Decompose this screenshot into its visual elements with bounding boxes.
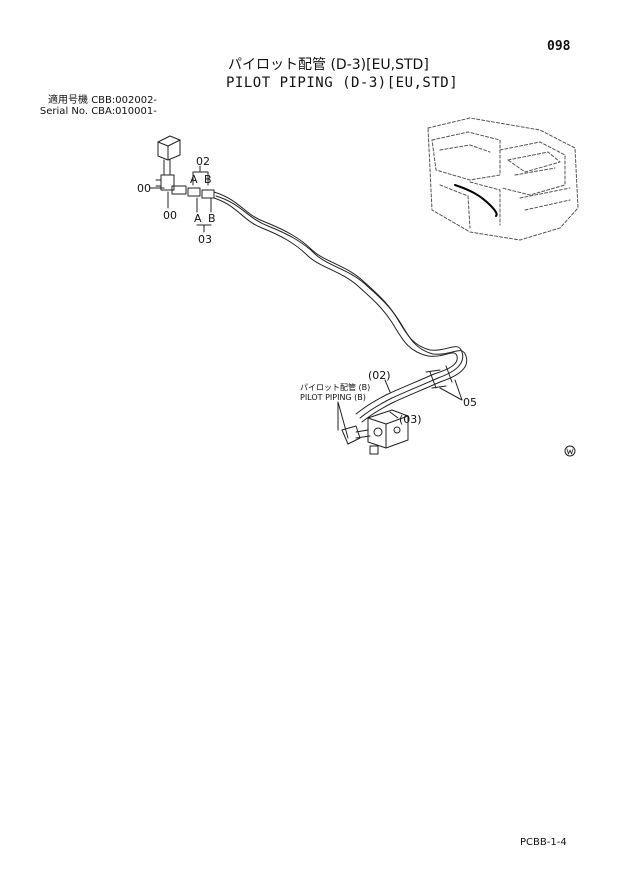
revision-circle-icon-glyph xyxy=(566,448,574,455)
callout-02-paren: (02) xyxy=(368,369,391,382)
serial-value-1: CBB:002002- xyxy=(91,95,158,106)
callout-a-bottom: A xyxy=(194,212,202,225)
footer-code: PCBB-1-4 xyxy=(520,837,567,848)
leader-line-03-paren xyxy=(389,411,399,419)
callout-03-paren: (03) xyxy=(399,413,422,426)
reference-label-jp: パイロット配管 (B) xyxy=(300,383,371,392)
callout-a-top: A xyxy=(190,173,198,186)
leader-line-reference xyxy=(337,401,349,439)
page-number: 098 xyxy=(547,39,571,54)
serial-row-2: Serial No. CBA:010001- xyxy=(0,107,157,117)
machine-outline-drawing xyxy=(427,117,579,241)
leader-line-05 xyxy=(439,379,463,401)
callout-02-top: 02 xyxy=(196,155,210,168)
callout-00-below: 00 xyxy=(163,209,177,222)
callout-03-bottom: 03 xyxy=(198,233,212,246)
serial-label-1: 適用号機 xyxy=(48,95,88,106)
callout-05: 05 xyxy=(463,396,477,409)
main-hose-drawing xyxy=(213,191,468,423)
reference-label-en: PILOT PIPING (B) xyxy=(300,393,366,402)
leader-bracket-03 xyxy=(196,197,212,233)
valve-block-drawing xyxy=(341,409,409,455)
leader-bracket-02 xyxy=(192,165,209,186)
title-japanese: パイロット配管 (D-3)[EU,STD] xyxy=(228,57,429,73)
title-english: PILOT PIPING (D-3)[EU,STD] xyxy=(226,75,459,91)
serial-label-2: Serial No. xyxy=(39,106,88,117)
hose-clamps-drawing xyxy=(425,365,453,389)
callout-b-bottom: B xyxy=(208,212,216,225)
machine-hose-highlight xyxy=(454,184,498,217)
callout-00-left: 00 xyxy=(137,182,151,195)
top-fittings-drawing xyxy=(171,185,215,199)
revision-circle-icon xyxy=(564,445,576,457)
leader-line-02-paren xyxy=(384,379,391,393)
serial-row-1: 適用号機 CBB:002002- xyxy=(0,96,157,106)
serial-value-2: CBA:010001- xyxy=(91,106,157,117)
control-lever-drawing xyxy=(155,135,181,191)
